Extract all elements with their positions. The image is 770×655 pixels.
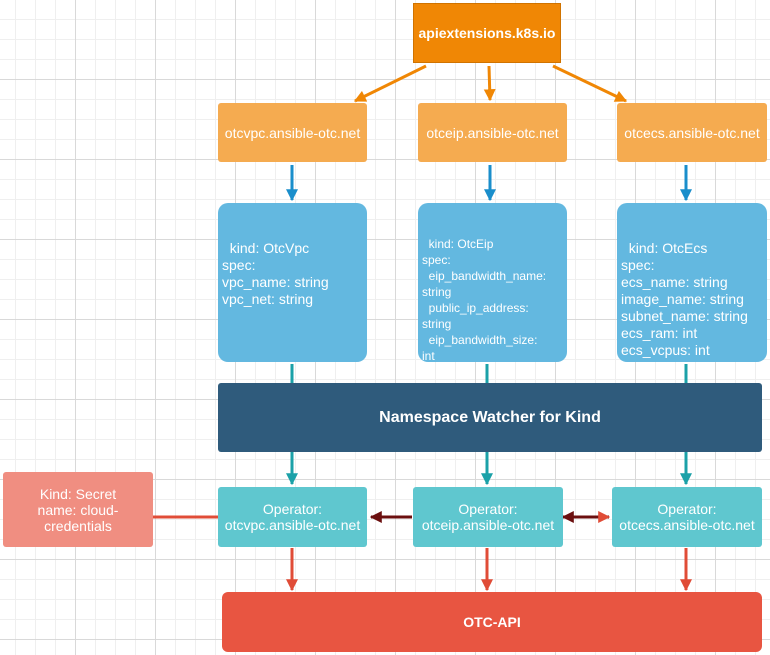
group-otcecs[interactable]: otcecs.ansible-otc.net <box>617 103 767 162</box>
otc-api[interactable]: OTC-API <box>222 592 762 652</box>
root-label: apiextensions.k8s.io <box>418 25 556 41</box>
operator-otcvpc[interactable]: Operator: otcvpc.ansible-otc.net <box>218 487 367 547</box>
group-otcvpc[interactable]: otcvpc.ansible-otc.net <box>218 103 367 162</box>
operator-line1: Operator: <box>458 501 518 517</box>
root-apiextensions[interactable]: apiextensions.k8s.io <box>413 3 561 63</box>
api-label: OTC-API <box>463 614 521 630</box>
spec-text: kind: OtcEcs spec: ecs_name: string imag… <box>621 240 748 358</box>
spec-text: kind: OtcEip spec: eip_bandwidth_name: s… <box>422 237 547 363</box>
operator-line2: otcvpc.ansible-otc.net <box>224 517 361 533</box>
arrow-root-to-otcecs <box>552 64 628 103</box>
arrow-root-to-otceip <box>483 65 496 102</box>
group-otceip[interactable]: otceip.ansible-otc.net <box>418 103 567 162</box>
operator-line2: otceip.ansible-otc.net <box>421 517 555 533</box>
secret-line1: Kind: Secret <box>39 485 117 502</box>
spec-otceip[interactable]: kind: OtcEip spec: eip_bandwidth_name: s… <box>418 203 567 363</box>
operator-otcecs[interactable]: Operator: otcecs.ansible-otc.net <box>612 487 762 547</box>
spec-otcecs[interactable]: kind: OtcEcs spec: ecs_name: string imag… <box>617 203 767 362</box>
operator-line1: Operator: <box>262 501 323 517</box>
spec-otcvpc[interactable]: kind: OtcVpc spec: vpc_name: string vpc_… <box>218 203 367 362</box>
operator-line1: Operator: <box>657 501 717 517</box>
spec-text: kind: OtcVpc spec: vpc_name: string vpc_… <box>222 240 329 307</box>
secret-line2: name: cloud- <box>37 501 119 518</box>
group-label: otcvpc.ansible-otc.net <box>224 124 361 141</box>
secret-line3: credentials <box>44 517 112 534</box>
operator-line2: otcecs.ansible-otc.net <box>619 517 755 533</box>
group-label: otcecs.ansible-otc.net <box>624 124 760 141</box>
operator-otceip[interactable]: Operator: otceip.ansible-otc.net <box>413 487 563 547</box>
watcher-label: Namespace Watcher for Kind <box>379 408 601 426</box>
secret-cloud-credentials[interactable]: Kind: Secret name: cloud- credentials <box>3 472 153 547</box>
namespace-watcher[interactable]: Namespace Watcher for Kind <box>218 383 762 452</box>
arrow-root-to-otcvpc <box>353 64 427 103</box>
group-label: otceip.ansible-otc.net <box>426 124 559 141</box>
